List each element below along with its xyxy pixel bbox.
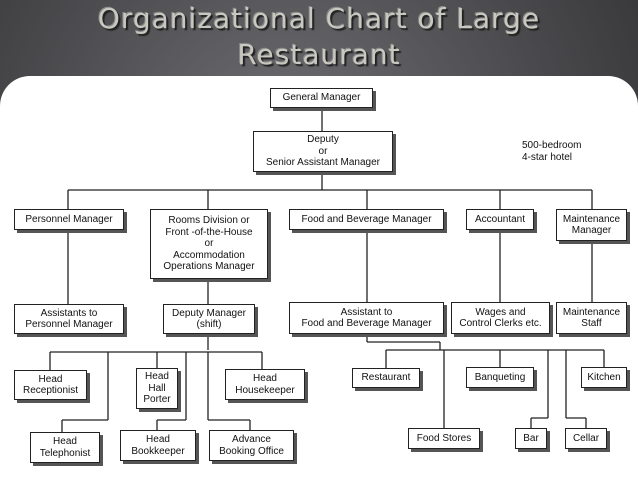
node-rooms-division-manager: Rooms Division or Front -of-the-House or… [150,209,268,279]
node-head-telephonist: Head Telephonist [30,432,100,463]
node-banqueting: Banqueting [466,367,534,388]
node-assistant-fb: Assistant to Food and Beverage Manager [289,302,444,334]
node-fb-manager: Food and Beverage Manager [289,209,444,230]
node-deputy-manager-shift: Deputy Manager (shift) [163,304,255,334]
node-accountant: Accountant [466,209,534,230]
node-maintenance-manager: Maintenance Manager [556,209,627,241]
node-head-bookkeeper: Head Bookkeeper [120,430,196,461]
node-general-manager: General Manager [270,88,373,108]
node-advance-booking-office: Advance Booking Office [209,430,294,461]
node-bar: Bar [515,428,547,449]
hotel-note: 500-bedroom 4-star hotel [522,140,582,163]
chart-title-line1: Organizational Chart of Large [97,2,541,35]
node-deputy: Deputy or Senior Assistant Manager [253,131,393,172]
node-head-hall-porter: Head Hall Porter [136,368,178,409]
node-personnel-manager: Personnel Manager [14,209,124,230]
node-restaurant: Restaurant [352,368,420,388]
node-head-housekeeper: Head Housekeeper [225,369,305,400]
node-kitchen: Kitchen [581,367,627,388]
node-food-stores: Food Stores [408,428,480,449]
node-head-receptionist: Head Receptionist [14,370,87,400]
chart-title-line2: Restaurant [237,38,401,71]
node-maintenance-staff: Maintenance Staff [556,302,627,334]
node-assistants-personnel: Assistants to Personnel Manager [14,304,124,334]
node-wages-clerks: Wages and Control Clerks etc. [451,302,550,334]
node-cellar: Cellar [565,428,607,449]
